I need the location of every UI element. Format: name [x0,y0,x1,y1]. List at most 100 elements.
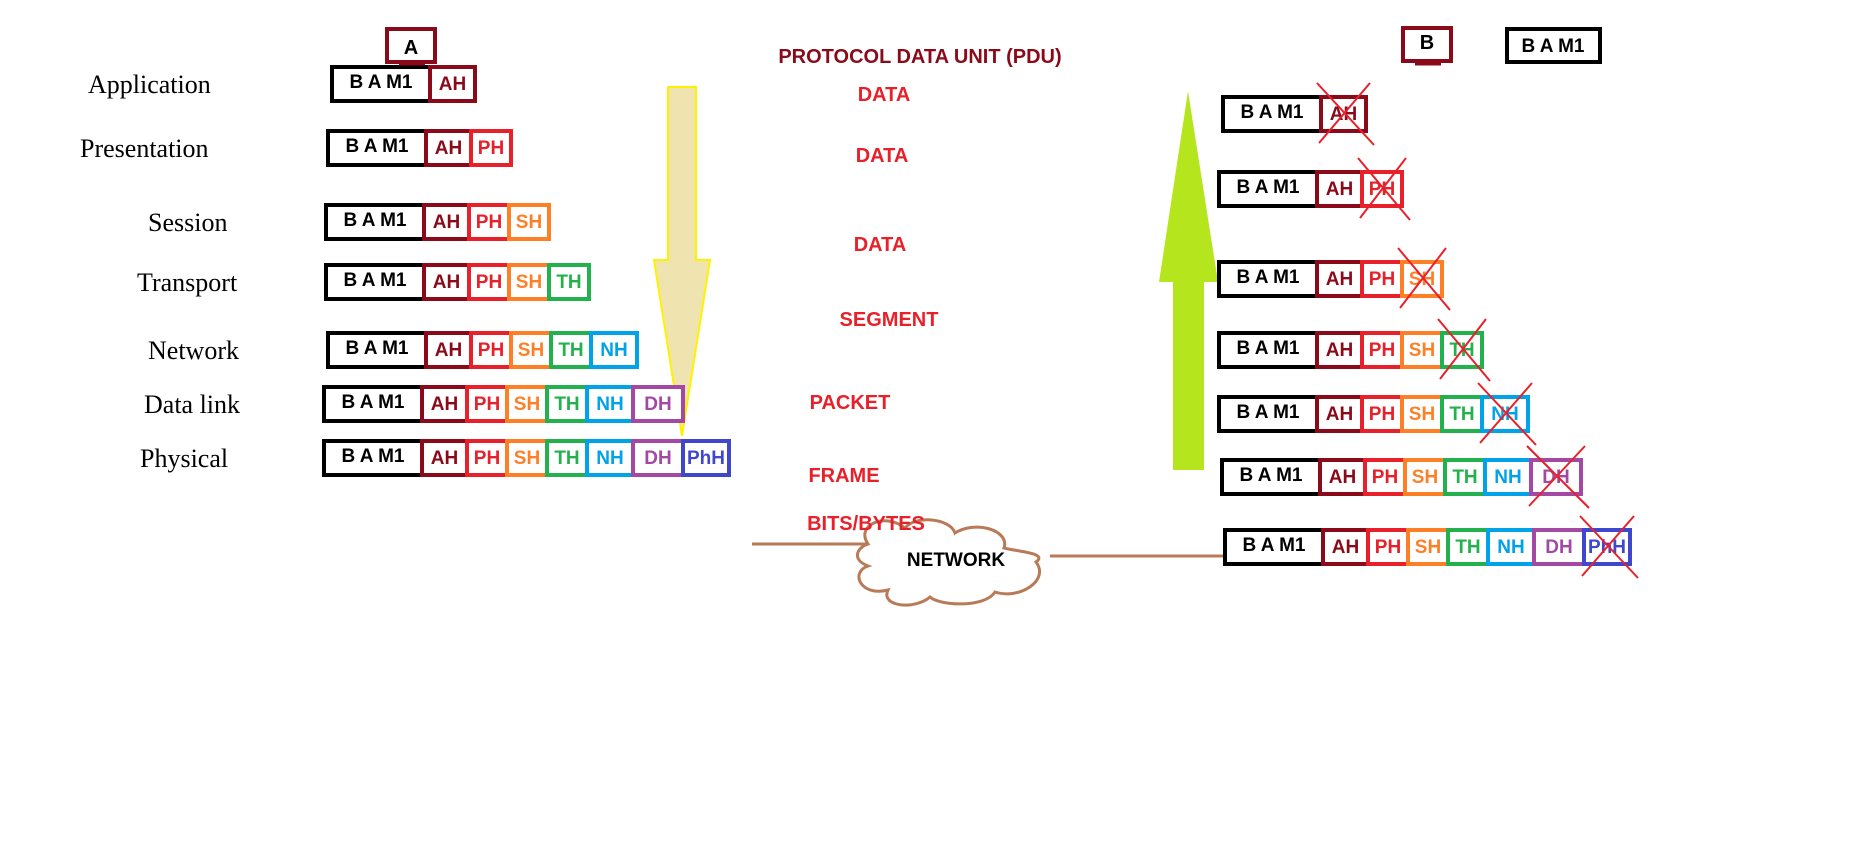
header-label: DH [644,448,671,469]
message-box [324,203,426,241]
header-box [631,385,685,423]
header-ah: AH [1315,170,1364,208]
host-a-monitor [385,27,437,64]
message-label: B A M1 [344,270,407,291]
header-label: AH [439,74,466,95]
header-th: TH [549,331,593,369]
message-box [1217,260,1319,298]
header-label: SH [516,272,542,293]
header-ah: AH [1321,528,1370,566]
header-ah: AH [1318,458,1367,496]
message-label: B A M1 [1237,267,1300,288]
header-box [681,439,731,477]
header-label: SH [516,212,542,233]
message-label: B A M1 [1237,177,1300,198]
header-ph: PH [1363,458,1407,496]
header-label: AH [431,394,458,415]
header-label: AH [433,212,460,233]
header-box [545,385,589,423]
header-box [1582,528,1632,566]
header-th: TH [1437,318,1491,382]
header-box [428,65,477,103]
message-box [326,331,428,369]
message-label: B A M1 [1243,535,1306,556]
header-th: TH [1446,528,1490,566]
network-links: NETWORK [752,518,1225,607]
header-label: TH [554,448,579,469]
header-label: PH [478,340,504,361]
strike-line [1316,82,1375,146]
layer-name: Application [88,70,211,99]
header-box [469,129,513,167]
strike-line [1357,157,1411,221]
header-label: NH [600,340,627,361]
header-nh: NH [585,385,635,423]
header-sh: SH [1397,247,1451,311]
header-label: SH [1409,340,1435,361]
header-box [420,385,469,423]
header-box [1360,170,1404,208]
pdu-label: DATA [858,84,911,106]
header-label: SH [1415,537,1441,558]
message-label: B A M1 [1241,102,1304,123]
message-box [1217,170,1319,208]
header-label: DH [644,394,671,415]
header-dh: DH [1532,528,1586,566]
header-label: PhH [687,448,725,469]
layer-name: Physical [140,444,228,473]
header-ah: AH [424,331,473,369]
header-box [424,129,473,167]
header-nh: NH [1483,458,1533,496]
header-sh: SH [1406,528,1450,566]
header-th: TH [547,263,591,301]
header-label: AH [431,448,458,469]
message-label: B A M1 [1237,338,1300,359]
header-label: TH [1455,537,1480,558]
header-label: AH [433,272,460,293]
header-ah: AH [1315,331,1364,369]
host-b-monitor [1401,26,1453,63]
header-label: SH [514,394,540,415]
header-box [507,203,551,241]
header-label: TH [556,272,581,293]
header-label: AH [435,138,462,159]
header-label: PH [476,212,502,233]
encapsulation-down-arrow [652,86,712,437]
header-sh: SH [505,439,549,477]
strike-line [1526,445,1590,509]
header-ah: AH [420,385,469,423]
header-box [424,331,473,369]
layer-name: Session [148,208,227,237]
header-label: TH [558,340,583,361]
header-phh: PhH [681,439,731,477]
header-ah: AH [428,65,477,103]
pdu-labels: DATADATADATASEGMENTPACKETFRAMEBITS/BYTES… [778,46,1061,535]
strike-line [1359,157,1407,219]
header-box [1315,331,1364,369]
header-label: TH [1452,467,1477,488]
header-box [547,263,591,301]
header-box [589,331,639,369]
header-th: TH [545,439,589,477]
header-box [631,439,685,477]
received-message: B A M1 [1505,27,1602,64]
header-label: AH [1326,179,1353,200]
header-ph: PH [469,129,513,167]
header-label: AH [435,340,462,361]
header-label: TH [1449,404,1474,425]
host-a-label: A [404,37,418,59]
header-ph: PH [1360,331,1404,369]
message-label: B A M1 [346,338,409,359]
